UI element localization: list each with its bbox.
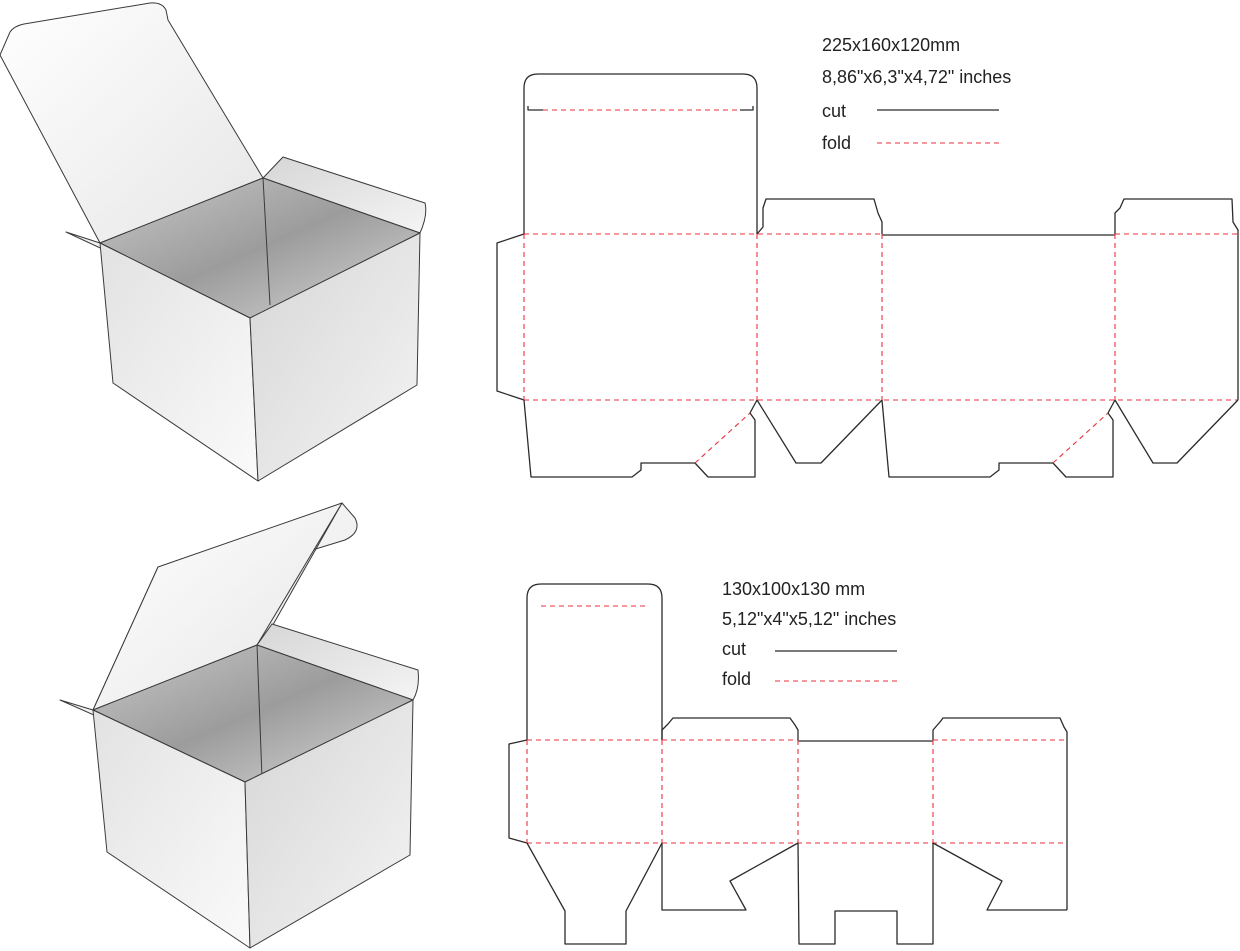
dieline-large (496, 73, 1239, 478)
legend-small: 130x100x130 mm 5,12"x4"x5,12" inches cut… (722, 579, 897, 689)
box-3d-large (0, 2, 427, 482)
legend-cut-label: cut (722, 639, 746, 659)
legend-cut-label: cut (822, 101, 846, 121)
dimensions-inches-large: 8,86"x6,3"x4,72" inches (822, 67, 1011, 87)
dieline-small (508, 583, 1068, 945)
dimensions-mm-large: 225x160x120mm (822, 35, 960, 55)
legend-fold-label: fold (822, 133, 851, 153)
legend-large: 225x160x120mm 8,86"x6,3"x4,72" inches cu… (822, 35, 1011, 153)
box-3d-small (59, 502, 419, 949)
legend-fold-label: fold (722, 669, 751, 689)
dimensions-mm-small: 130x100x130 mm (722, 579, 865, 599)
dimensions-inches-small: 5,12"x4"x5,12" inches (722, 609, 896, 629)
